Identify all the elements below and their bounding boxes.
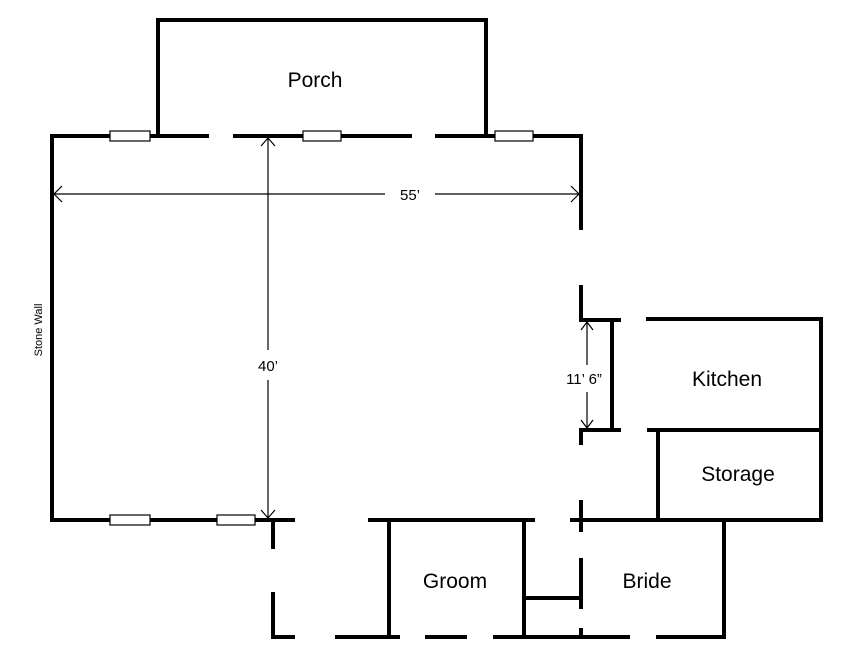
porch-walls <box>156 18 488 138</box>
kitchen-walls <box>646 317 823 522</box>
room-label-groom: Groom <box>423 570 487 593</box>
window <box>216 514 256 526</box>
window <box>494 130 534 142</box>
room-label-kitchen: Kitchen <box>692 368 762 391</box>
walls <box>50 18 823 639</box>
depth-dimension-label: 40’ <box>258 358 278 375</box>
stone-wall-label: Stone Wall <box>33 304 45 357</box>
groom-walls <box>387 518 726 639</box>
room-label-storage: Storage <box>701 463 775 486</box>
width-dimension-line <box>53 185 580 203</box>
window <box>109 514 151 526</box>
window <box>302 130 342 142</box>
window <box>109 130 151 142</box>
passage-dimension-line <box>580 321 594 429</box>
depth-dimension-line <box>260 137 276 519</box>
hall-walls <box>522 518 583 639</box>
kitchen-passage-walls <box>579 318 621 432</box>
room-label-bride: Bride <box>622 570 671 593</box>
room-label-porch: Porch <box>288 69 343 92</box>
windows <box>109 130 534 526</box>
vestibule-walls <box>271 518 400 639</box>
passage-dimension-label: 11’ 6” <box>566 371 602 388</box>
width-dimension-label: 55’ <box>400 187 420 204</box>
dimension-lines <box>53 137 594 519</box>
